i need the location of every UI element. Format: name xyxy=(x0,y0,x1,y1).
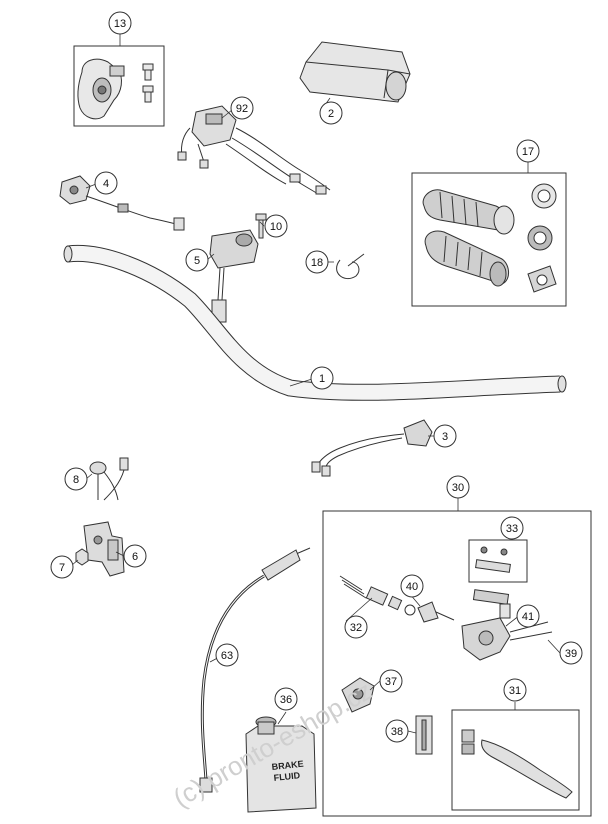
brake-line-part xyxy=(199,547,311,793)
callout-37: 37 xyxy=(379,669,403,693)
callout-36-label: 36 xyxy=(280,694,292,706)
bracket-part xyxy=(83,521,125,577)
brake-lever-part xyxy=(461,729,573,799)
cable-tie-part xyxy=(336,253,365,280)
callout-18: 18 xyxy=(305,250,329,274)
handlebar-part xyxy=(63,244,567,401)
callout-39-label: 39 xyxy=(565,648,577,660)
nut-part xyxy=(75,548,89,566)
screw-part xyxy=(255,213,267,239)
plunger-part xyxy=(417,601,455,623)
callout-6: 6 xyxy=(123,544,147,568)
callout-63: 63 xyxy=(215,643,239,667)
callout-38-label: 38 xyxy=(391,726,403,738)
callout-38: 38 xyxy=(385,719,409,743)
callout-18-label: 18 xyxy=(311,257,323,269)
callout-3: 3 xyxy=(433,424,457,448)
grips-part xyxy=(422,183,557,293)
callout-10-label: 10 xyxy=(270,221,282,233)
callout-6-label: 6 xyxy=(132,551,138,563)
callout-8-label: 8 xyxy=(73,474,79,486)
callout-37-label: 37 xyxy=(385,676,397,688)
callout-10: 10 xyxy=(264,214,288,238)
callout-2-label: 2 xyxy=(328,108,334,120)
callout-5-label: 5 xyxy=(194,255,200,267)
callout-39: 39 xyxy=(559,641,583,665)
callout-13: 13 xyxy=(108,11,132,35)
connector-part xyxy=(89,457,129,501)
callout-17-label: 17 xyxy=(522,146,534,158)
brake-fluid-bottle xyxy=(245,716,317,813)
clamp-part xyxy=(341,677,375,713)
callout-1-label: 1 xyxy=(319,373,325,385)
callout-33-label: 33 xyxy=(506,523,518,535)
piston-kit-part xyxy=(339,575,416,616)
pin-part xyxy=(415,715,433,755)
callout-32: 32 xyxy=(344,615,368,639)
wiring-harness-part xyxy=(177,105,331,195)
throttle-housing-part xyxy=(77,58,154,120)
handlebar-pad-part xyxy=(299,41,411,103)
callout-36: 36 xyxy=(274,687,298,711)
callout-31-label: 31 xyxy=(509,685,521,697)
switch-unit-part xyxy=(209,229,259,323)
callout-41-label: 41 xyxy=(522,611,534,623)
callout-41: 41 xyxy=(516,604,540,628)
callout-5: 5 xyxy=(185,248,209,272)
callout-7-label: 7 xyxy=(59,562,65,574)
callout-4-label: 4 xyxy=(103,178,109,190)
box-33 xyxy=(468,539,528,583)
callout-92-label: 92 xyxy=(236,103,248,115)
callout-30-label: 30 xyxy=(452,482,464,494)
callout-40: 40 xyxy=(400,574,424,598)
callout-31: 31 xyxy=(503,678,527,702)
callout-3-label: 3 xyxy=(442,431,448,443)
callout-92: 92 xyxy=(230,96,254,120)
box-30 xyxy=(322,510,592,817)
callout-40-label: 40 xyxy=(406,581,418,593)
callout-8: 8 xyxy=(64,467,88,491)
callout-32-label: 32 xyxy=(350,622,362,634)
kill-switch-part xyxy=(59,175,185,231)
fluid-label-line1: BRAKE xyxy=(271,759,304,772)
callout-4: 4 xyxy=(94,171,118,195)
box-13 xyxy=(73,45,165,127)
callout-33: 33 xyxy=(500,516,524,540)
callout-7: 7 xyxy=(50,555,74,579)
callout-13-label: 13 xyxy=(114,18,126,30)
callout-30: 30 xyxy=(446,475,470,499)
box-31 xyxy=(451,709,580,811)
callout-63-label: 63 xyxy=(221,650,233,662)
reservoir-cover-part xyxy=(475,546,511,573)
callout-17: 17 xyxy=(516,139,540,163)
fluid-label-line2: FLUID xyxy=(273,770,301,783)
box-17 xyxy=(411,172,567,307)
master-cylinder-part xyxy=(461,603,553,661)
callout-2: 2 xyxy=(319,101,343,125)
reservoir-membrane-part xyxy=(472,589,510,605)
callout-1: 1 xyxy=(310,366,334,390)
clutch-switch-part xyxy=(311,419,433,477)
